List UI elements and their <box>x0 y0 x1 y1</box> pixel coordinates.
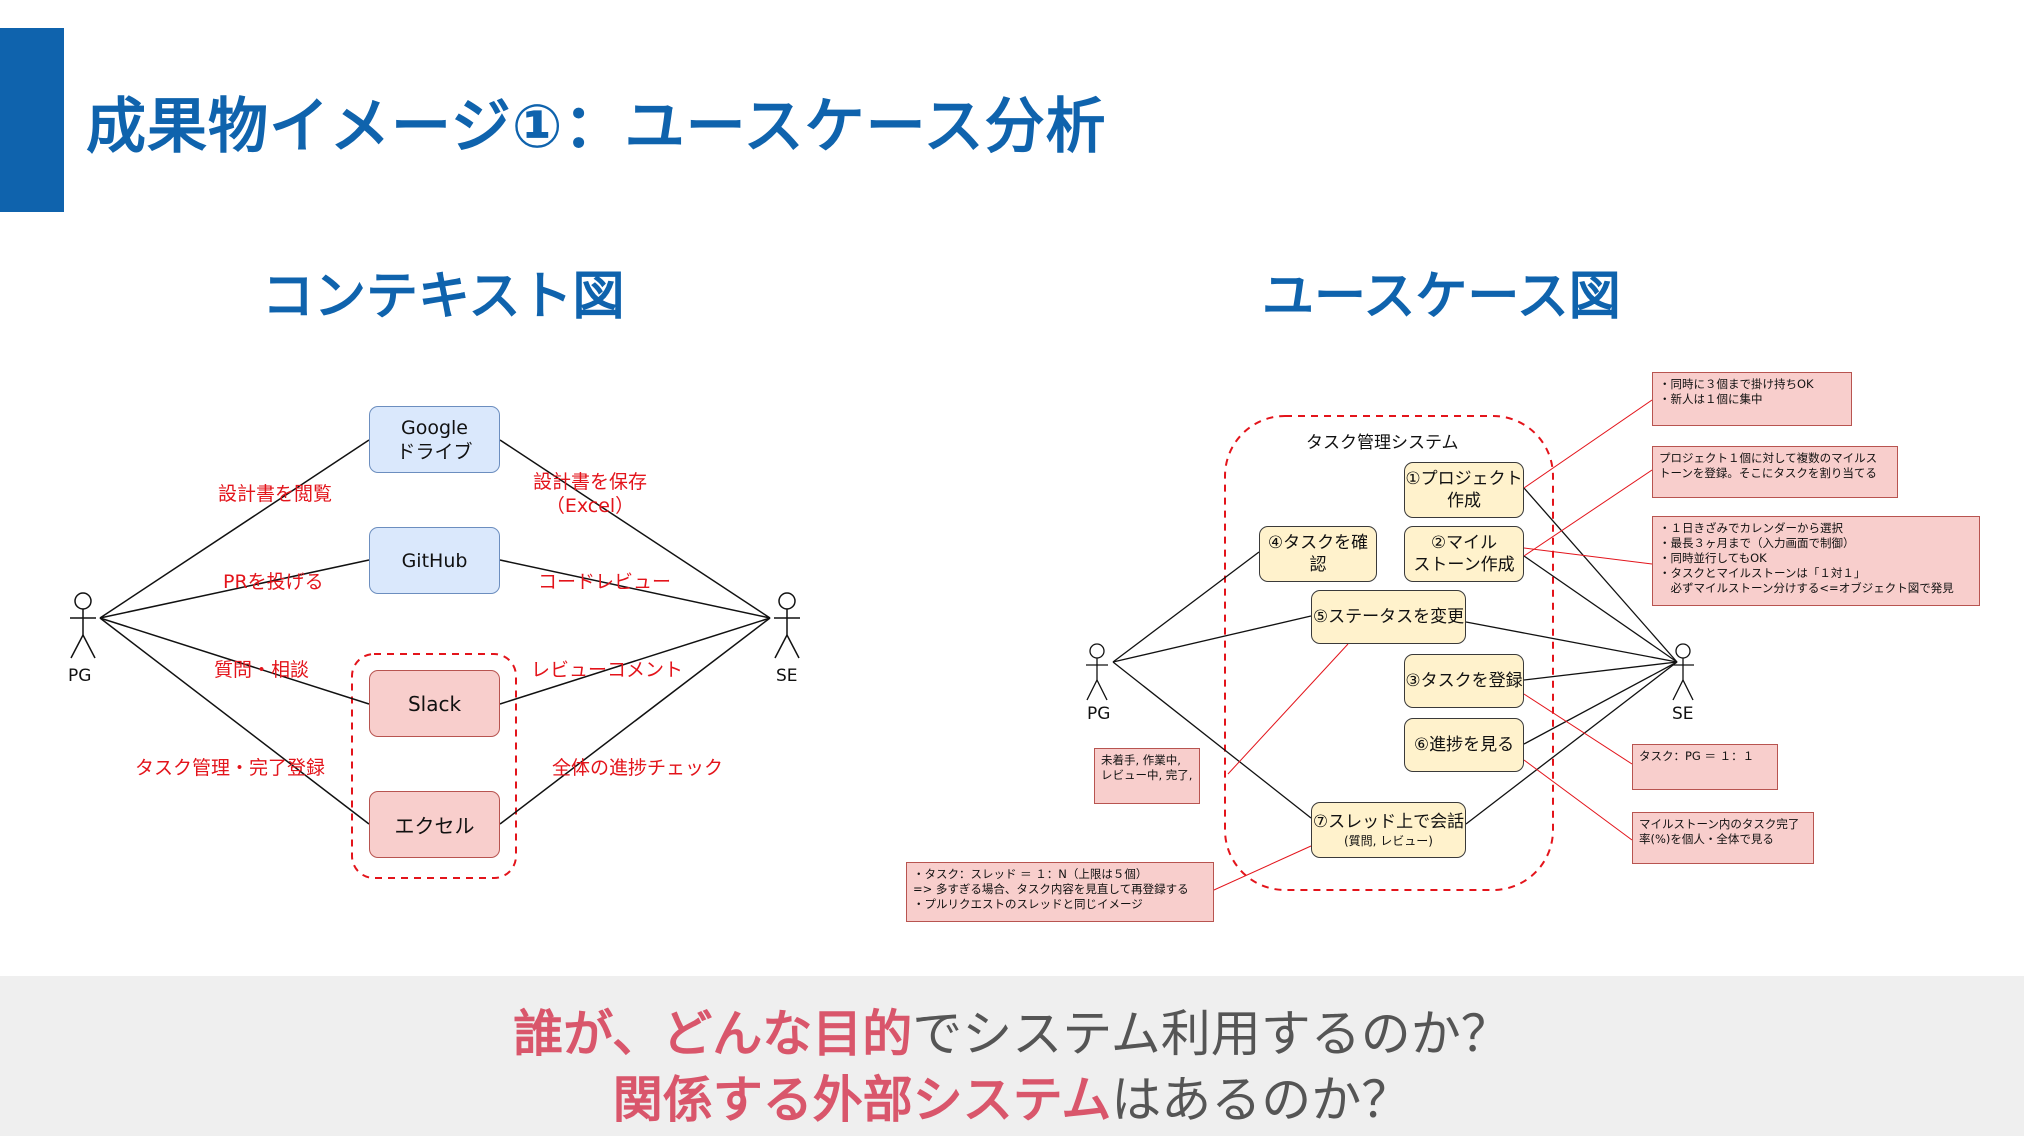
highlight-purpose: どんな目的 <box>662 1005 913 1063</box>
usecase-association-lines <box>1112 487 1678 825</box>
usecase-actor-se-label: SE <box>1672 704 1694 724</box>
excel-system: エクセル <box>369 791 500 858</box>
note-pointer-lines <box>1213 399 1653 891</box>
line1-rest: でシステム利用するのか？ <box>912 1005 1511 1063</box>
note-concurrent-projects: ・同時に３個まで掛け持ちOK ・新人は１個に集中 <box>1652 372 1852 426</box>
slide-title: 成果物イメージ①：ユースケース分析 <box>86 92 1107 162</box>
note-milestone-constraints: ・１日きざみでカレンダーから選択 ・最長３ヶ月まで（入力画面で制御） ・同時並行… <box>1652 516 1980 606</box>
usecase-actor-se-figure <box>1672 643 1694 701</box>
note-task-pg-ratio: タスク：PG ＝ １：１ <box>1632 744 1778 790</box>
label-task-management: タスク管理・完了登録 <box>135 757 326 779</box>
highlight-external-system: 関係する外部システム <box>612 1071 1112 1129</box>
note-thread-rules: ・タスク：スレッド ＝ １：N（上限は５個） => 多すぎる場合、タスク内容を見… <box>906 862 1214 922</box>
usecase-check-task: ④タスクを確認 <box>1259 526 1377 582</box>
context-association-lines <box>99 439 771 825</box>
title-accent-bar <box>0 28 64 212</box>
label-save-design: 設計書を保存 （Excel） <box>533 471 648 517</box>
context-actor-pg-label: PG <box>68 666 92 686</box>
label-question: 質問・相談 <box>214 659 310 681</box>
usecase-register-task: ③タスクを登録 <box>1404 654 1524 708</box>
note-status-values: 未着手, 作業中, レビュー中, 完了, <box>1094 748 1200 804</box>
context-actor-pg-figure <box>70 592 96 659</box>
context-diagram-heading: コンテキスト図 <box>262 267 625 327</box>
label-progress-check: 全体の進捗チェック <box>552 757 724 779</box>
usecase-diagram-heading: ユースケース図 <box>1262 267 1621 327</box>
usecase-create-project: ①プロジェクト 作成 <box>1404 462 1524 518</box>
note-completion-rate: マイルストーン内のタスク完了 率(%)を個人・全体で見る <box>1632 812 1814 864</box>
system-boundary <box>1224 415 1554 891</box>
github-system: GitHub <box>369 527 500 594</box>
note-milestones-per-project: プロジェクト１個に対して複数のマイルス トーンを登録。そこにタスクを割り当てる <box>1652 446 1898 498</box>
usecase-change-status: ⑤ステータスを変更 <box>1311 590 1466 644</box>
usecase-create-milestone: ②マイル ストーン作成 <box>1404 526 1524 582</box>
label-code-review: コードレビュー <box>538 571 672 593</box>
usecase-thread-conversation-label: ⑦スレッド上で会話 <box>1312 812 1465 832</box>
bottom-message-line-1: 誰が、どんな目的でシステム利用するのか？ <box>0 994 2024 1066</box>
context-actor-se-label: SE <box>776 666 798 686</box>
bottom-message-band: 誰が、どんな目的でシステム利用するのか？ 関係する外部システムはあるのか？ <box>0 976 2024 1136</box>
external-group-border <box>351 653 517 879</box>
bottom-message-line-2: 関係する外部システムはあるのか？ <box>0 1060 2024 1132</box>
label-review-comment: レビューコメント <box>531 659 684 681</box>
usecase-thread-conversation: ⑦スレッド上で会話 (質問, レビュー) <box>1311 802 1466 858</box>
label-view-design: 設計書を閲覧 <box>218 483 333 505</box>
usecase-thread-conversation-sublabel: (質問, レビュー) <box>1344 834 1433 848</box>
highlight-who: 誰が、 <box>513 1005 663 1063</box>
system-boundary-label: タスク管理システム <box>1306 433 1459 453</box>
usecase-actor-pg-label: PG <box>1087 704 1111 724</box>
context-actor-se-figure <box>774 592 800 659</box>
google-drive-system: Google ドライブ <box>369 406 500 473</box>
usecase-view-progress: ⑥進捗を見る <box>1404 718 1524 772</box>
line2-rest: はあるのか？ <box>1111 1071 1412 1129</box>
slack-system: Slack <box>369 670 500 737</box>
usecase-actor-pg-figure <box>1086 643 1108 701</box>
label-pr: PRを投げる <box>223 571 324 593</box>
